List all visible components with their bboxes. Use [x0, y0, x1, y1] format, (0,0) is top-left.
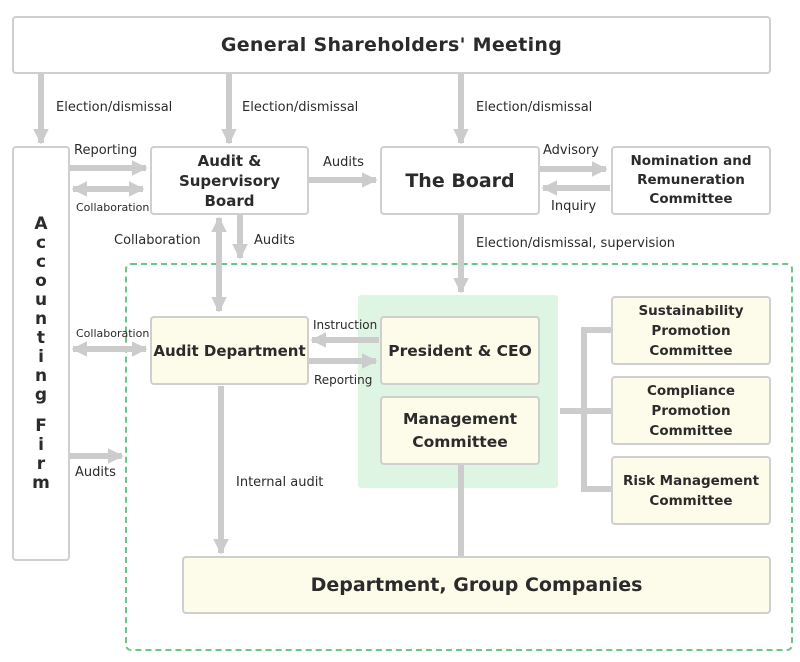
accounting-firm-letter: [38, 405, 44, 417]
departments-box: Department, Group Companies: [182, 556, 771, 614]
sustainability-line1: Sustainability: [638, 302, 744, 319]
accounting-firm-letter: F: [35, 415, 47, 436]
label-election-supervision: Election/dismissal, supervision: [476, 236, 676, 251]
management-committee-box: Management Committee: [380, 396, 540, 465]
nomination-line1: Nomination and: [630, 153, 752, 169]
audit-department-box: Audit Department: [150, 316, 309, 385]
accounting-firm-letter: i: [38, 346, 44, 367]
management-line1: Management: [402, 409, 518, 428]
nomination-line2: Remuneration: [637, 172, 745, 188]
accounting-firm-letter: i: [38, 434, 44, 455]
label-reporting-af: Reporting: [74, 143, 138, 158]
accounting-firm-letter: t: [36, 327, 46, 348]
accounting-firm-letter: A: [34, 213, 48, 234]
label-audits-ad: Audits: [254, 233, 295, 248]
president-ceo-box: President & CEO: [380, 316, 540, 385]
accounting-firm-letter: r: [36, 453, 46, 474]
compliance-committee-box: Compliance Promotion Committee: [611, 376, 771, 445]
accounting-firm-letter: n: [34, 308, 48, 329]
label-collaboration-ad: Collaboration: [114, 233, 201, 248]
label-election-accounting: Election/dismissal: [56, 100, 173, 115]
label-internal-audit: Internal audit: [236, 475, 324, 490]
board-box: The Board: [380, 146, 540, 215]
management-line2: Committee: [412, 432, 508, 451]
nomination-line3: Committee: [649, 191, 733, 207]
accounting-firm-letter: c: [35, 232, 47, 253]
accounting-firm-letter: m: [32, 472, 50, 493]
accounting-firm-letter: u: [34, 289, 48, 310]
compliance-line1: Compliance: [646, 382, 736, 399]
shareholders-meeting-box: General Shareholders' Meeting: [12, 16, 771, 74]
label-audits-af: Audits: [75, 465, 116, 480]
label-inquiry: Inquiry: [551, 199, 597, 214]
board-label: The Board: [405, 169, 515, 192]
shareholders-meeting-label: General Shareholders' Meeting: [220, 34, 563, 56]
departments-label: Department, Group Companies: [310, 574, 643, 596]
risk-committee-box: Risk Management Committee: [611, 456, 771, 525]
audit-department-label: Audit Department: [153, 341, 306, 360]
label-advisory: Advisory: [543, 143, 599, 158]
accounting-firm-letter: o: [35, 270, 47, 291]
sustainability-committee-box: Sustainability Promotion Committee: [611, 296, 771, 365]
sustainability-line2: Promotion Committee: [649, 322, 733, 359]
audit-board-box: Audit & Supervisory Board: [150, 146, 309, 215]
label-reporting-ceo: Reporting: [314, 373, 373, 387]
accounting-firm-letter: g: [34, 384, 48, 405]
label-collaboration-af2: Collaboration: [76, 327, 150, 340]
compliance-line2: Promotion Committee: [649, 402, 733, 439]
accounting-firm-letter: n: [34, 365, 48, 386]
label-collaboration-af: Collaboration: [76, 201, 150, 214]
label-instruction: Instruction: [313, 318, 378, 332]
risk-line1: Risk Management: [622, 472, 760, 489]
label-election-board: Election/dismissal: [476, 100, 593, 115]
president-ceo-label: President & CEO: [388, 341, 532, 360]
label-election-audit-board: Election/dismissal: [242, 100, 359, 115]
risk-line2: Committee: [649, 492, 733, 509]
label-audits-board: Audits: [323, 155, 364, 170]
nomination-committee-box: Nomination and Remuneration Committee: [611, 146, 771, 215]
audit-board-line1: Audit &: [197, 151, 262, 170]
accounting-firm-letter: c: [35, 251, 47, 272]
audit-board-line2: Supervisory Board: [178, 171, 281, 210]
